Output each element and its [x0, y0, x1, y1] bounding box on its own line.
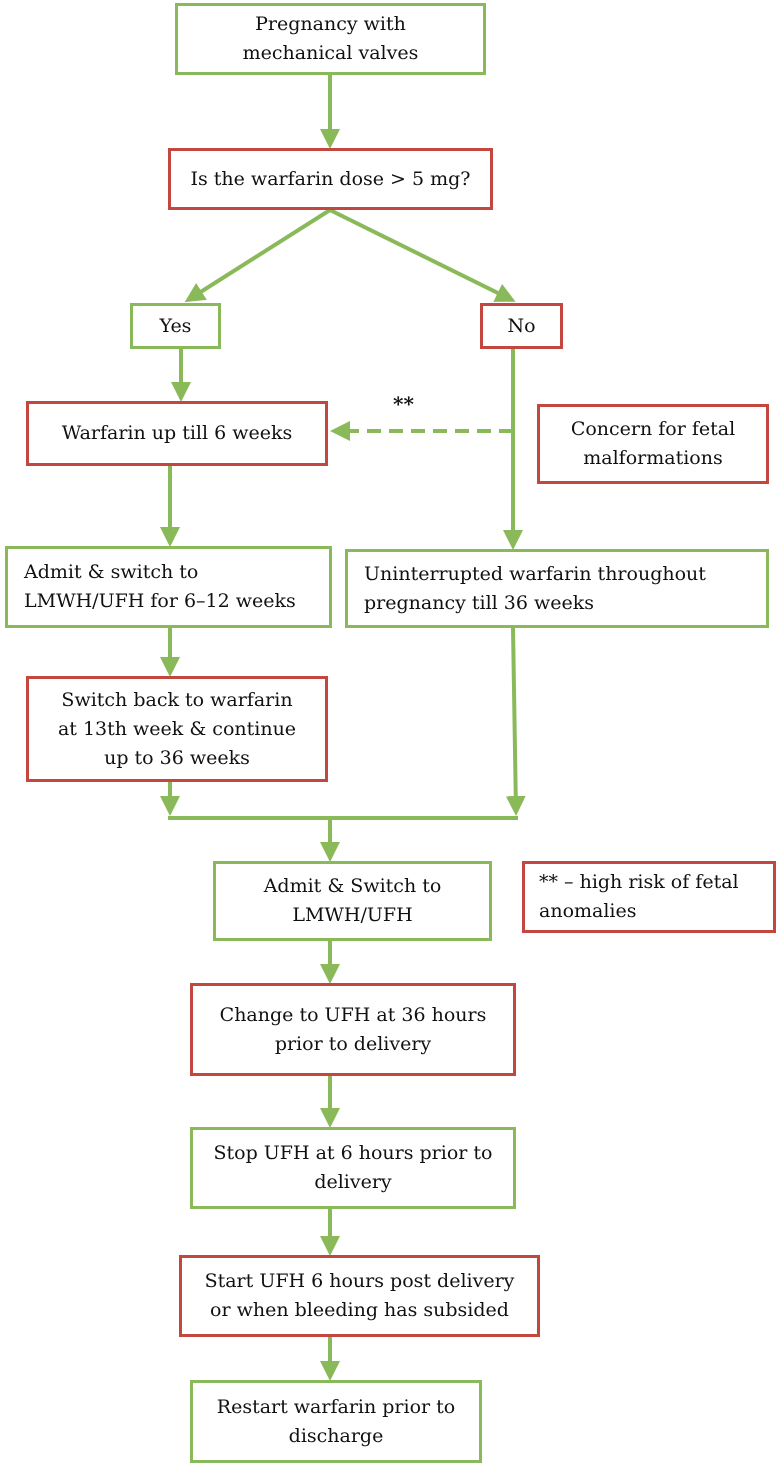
node-text-line: No	[507, 314, 536, 337]
node-text-line: mechanical valves	[242, 42, 419, 64]
admit-switch-lmwh-box: Admit & Switch to LMWH/UFH	[213, 861, 492, 941]
yes-box: Yes	[130, 303, 221, 349]
stop-ufh-box: Stop UFH at 6 hours prior to delivery	[190, 1127, 516, 1209]
dashed-arrow-label: **	[393, 392, 414, 416]
node-text-line: or when bleeding has subsided	[210, 1299, 509, 1321]
node-text-line: at 13th week & continue	[57, 717, 297, 740]
node-text-line: Stop UFH at 6 hours prior to	[213, 1142, 493, 1164]
start-ufh-box: Start UFH 6 hours post delivery or when b…	[179, 1255, 540, 1337]
uninterrupted-warfarin-box: Uninterrupted warfarin throughout pregnan…	[345, 549, 769, 628]
warfarin-6-weeks-box: Warfarin up till 6 weeks	[26, 401, 328, 466]
admit-switch-box: Admit & switch to LMWH/UFH for 6–12 weeks	[5, 546, 332, 628]
node-text-line: pregnancy till 36 weeks	[364, 591, 595, 614]
node-text-line: malformations	[583, 447, 723, 469]
switch-back-warfarin-box: Switch back to warfarin at 13th week & co…	[26, 676, 328, 782]
concern-fetal-malformations-box: Concern for fetal malformations	[537, 404, 769, 484]
node-text-line: anomalies	[539, 900, 637, 922]
legend-box: ** – high risk of fetal anomalies	[522, 861, 776, 933]
arrow-question-to-yes	[184, 208, 332, 303]
node-text-line: Is the warfarin dose > 5 mg?	[190, 167, 471, 190]
node-text-line: Admit & Switch to	[263, 875, 442, 897]
node-text-line: Pregnancy with	[255, 13, 406, 35]
restart-warfarin-box: Restart warfarin prior to discharge	[190, 1380, 482, 1463]
node-text-line: Warfarin up till 6 weeks	[61, 422, 293, 444]
no-box: No	[480, 303, 563, 349]
node-text-line: LMWH/UFH for 6–12 weeks	[24, 590, 296, 612]
node-text-line: Switch back to warfarin	[61, 688, 293, 711]
change-to-ufh-box: Change to UFH at 36 hours prior to delive…	[190, 983, 516, 1076]
node-text-line: Start UFH 6 hours post delivery	[204, 1270, 515, 1292]
node-text-line: LMWH/UFH	[292, 904, 413, 926]
node-text-line: discharge	[288, 1424, 384, 1447]
arrow-question-to-no	[329, 208, 516, 302]
node-text-line: ** – high risk of fetal	[539, 871, 739, 893]
node-text-line: Yes	[159, 314, 192, 337]
question-box: Is the warfarin dose > 5 mg?	[168, 148, 493, 210]
arrow-uninterrupted-down	[505, 627, 526, 816]
node-text-line: prior to delivery	[274, 1032, 432, 1055]
node-text-line: Uninterrupted warfarin throughout	[364, 562, 706, 585]
node-text-line: delivery	[314, 1171, 392, 1193]
node-text-line: Restart warfarin prior to	[216, 1395, 456, 1418]
start-box: Pregnancy with mechanical valves	[175, 3, 486, 75]
node-text-line: Concern for fetal	[570, 418, 736, 440]
node-text-line: Change to UFH at 36 hours	[219, 1003, 487, 1026]
node-text-line: Admit & switch to	[24, 561, 199, 583]
node-text-line: up to 36 weeks	[104, 746, 250, 769]
